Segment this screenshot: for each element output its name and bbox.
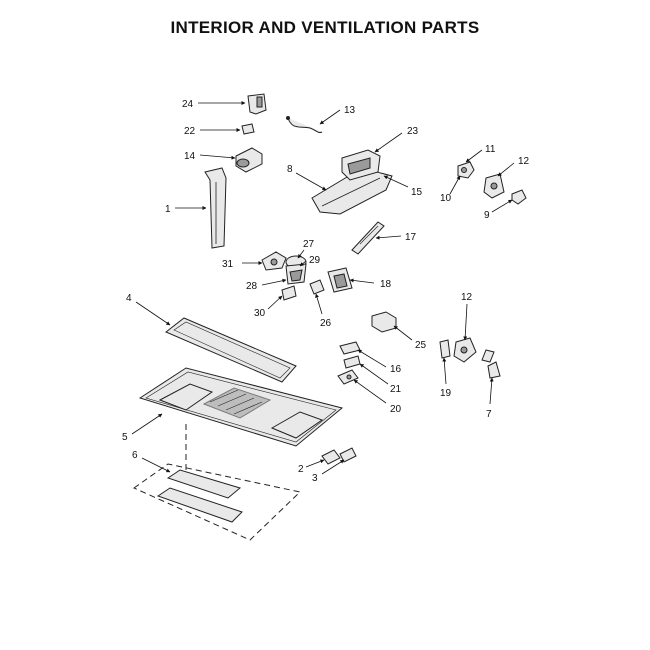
part-22-clip	[241, 123, 255, 135]
callout-17: 17	[405, 232, 417, 243]
part-8-bracket-assembly	[311, 149, 393, 215]
callout-13: 13	[344, 105, 356, 116]
callout-29: 29	[309, 255, 321, 266]
callout-6: 6	[132, 450, 138, 461]
callout-28: 28	[246, 281, 258, 292]
part-20-harness	[337, 369, 359, 385]
leader-lines	[131, 101, 515, 475]
part-6-light-lens	[132, 424, 302, 541]
callout-8: 8	[287, 164, 293, 175]
part-24-bracket	[247, 93, 267, 115]
callout-14: 14	[184, 151, 196, 162]
callout-9: 9	[484, 210, 490, 221]
callout-3: 3	[312, 473, 318, 484]
callout-labels: 24 22 14 1 13 23 8 15 11 10 12 9 17 31 2…	[122, 99, 530, 484]
part-12b-latch	[453, 337, 495, 363]
part-13-wire	[286, 116, 323, 133]
part-30-mount	[281, 285, 297, 301]
part-9-knob	[511, 189, 527, 205]
callout-1: 1	[165, 204, 171, 215]
callout-26: 26	[320, 318, 332, 329]
part-5-bottom-panel	[138, 367, 344, 447]
callout-27: 27	[303, 239, 315, 250]
part-3-socket	[339, 447, 357, 463]
part-21-sensor	[343, 355, 361, 369]
part-12-switch-holder	[483, 173, 505, 199]
part-16-switch	[339, 341, 361, 355]
part-31-thermostat	[261, 251, 287, 271]
diagram-title: INTERIOR AND VENTILATION PARTS	[170, 18, 480, 37]
callout-22: 22	[184, 126, 196, 137]
part-17-grille	[351, 221, 385, 255]
callout-21: 21	[390, 384, 402, 395]
callout-20: 20	[390, 404, 402, 415]
callout-25: 25	[415, 340, 427, 351]
callout-7: 7	[486, 409, 492, 420]
callout-19: 19	[440, 388, 452, 399]
callout-11: 11	[485, 144, 496, 155]
part-19-hook	[439, 339, 451, 359]
part-14-capacitor	[235, 147, 263, 173]
part-7-hook	[487, 361, 501, 379]
callout-18: 18	[380, 279, 392, 290]
callout-30: 30	[254, 308, 266, 319]
part-27-motor	[285, 255, 307, 285]
part-1-duct	[204, 167, 227, 249]
callout-10: 10	[440, 193, 452, 204]
callout-31: 31	[222, 259, 234, 270]
part-18-cover	[327, 267, 353, 293]
part-11-switch	[457, 161, 475, 179]
callout-12a: 12	[518, 156, 530, 167]
callout-2: 2	[298, 464, 304, 475]
callout-24: 24	[182, 99, 194, 110]
callout-16: 16	[390, 364, 402, 375]
callout-12b: 12	[461, 292, 473, 303]
callout-4: 4	[126, 293, 132, 304]
part-4-filter	[165, 317, 297, 383]
part-25-block	[371, 311, 397, 333]
part-2-lamp	[321, 449, 341, 465]
callout-5: 5	[122, 432, 128, 443]
callout-15: 15	[411, 187, 423, 198]
part-26-tab	[309, 279, 325, 295]
callout-23: 23	[407, 126, 419, 137]
